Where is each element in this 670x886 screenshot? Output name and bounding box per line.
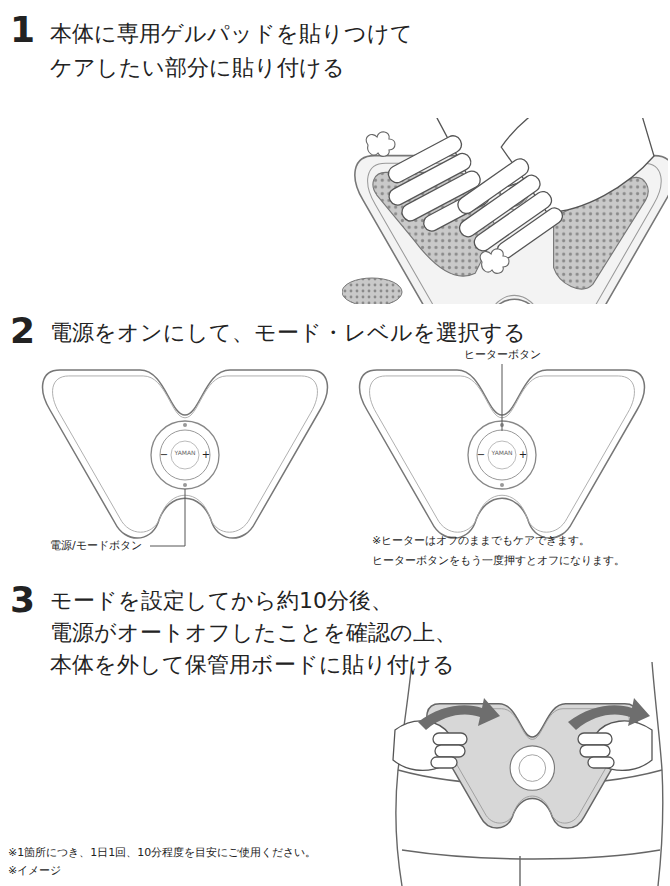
motion-arrow: [418, 698, 650, 730]
step-number: 3: [10, 578, 35, 621]
device-logo: YAMAN: [491, 449, 512, 456]
footnote: ※イメージ: [8, 864, 61, 877]
part-label: ヒーターボタン: [464, 348, 541, 361]
button-symbol: +: [519, 449, 527, 461]
step-instruction: 本体に専用ゲルパッドを貼りつけて ケアしたい部分に貼り付ける: [50, 17, 480, 85]
leader-line: [150, 489, 185, 546]
step-number: 1: [10, 8, 35, 51]
device-logo: YAMAN: [174, 449, 195, 456]
footnote: ※1箇所につき、1日1回、10分程度を目安にご使用ください。: [8, 846, 316, 859]
step1-illustration: [342, 118, 668, 304]
step-instruction: 電源をオンにして、モード・レベルを選択する: [50, 316, 660, 350]
step-instruction: モードを設定してから約10分後、 電源がオートオフしたことを確認の上、 本体を外…: [50, 585, 510, 681]
part-label: 電源/モードボタン: [50, 539, 142, 552]
button-symbol: +: [202, 449, 210, 461]
button-symbol: −: [477, 449, 485, 461]
step3-illustration: [393, 662, 663, 886]
note: ※ヒーターはオフのままでもケアできます。 ヒーターボタンをもう一度押すとオフにな…: [372, 531, 664, 571]
step-number: 2: [10, 309, 35, 352]
button-symbol: −: [160, 449, 168, 461]
leader-line: [502, 364, 503, 431]
